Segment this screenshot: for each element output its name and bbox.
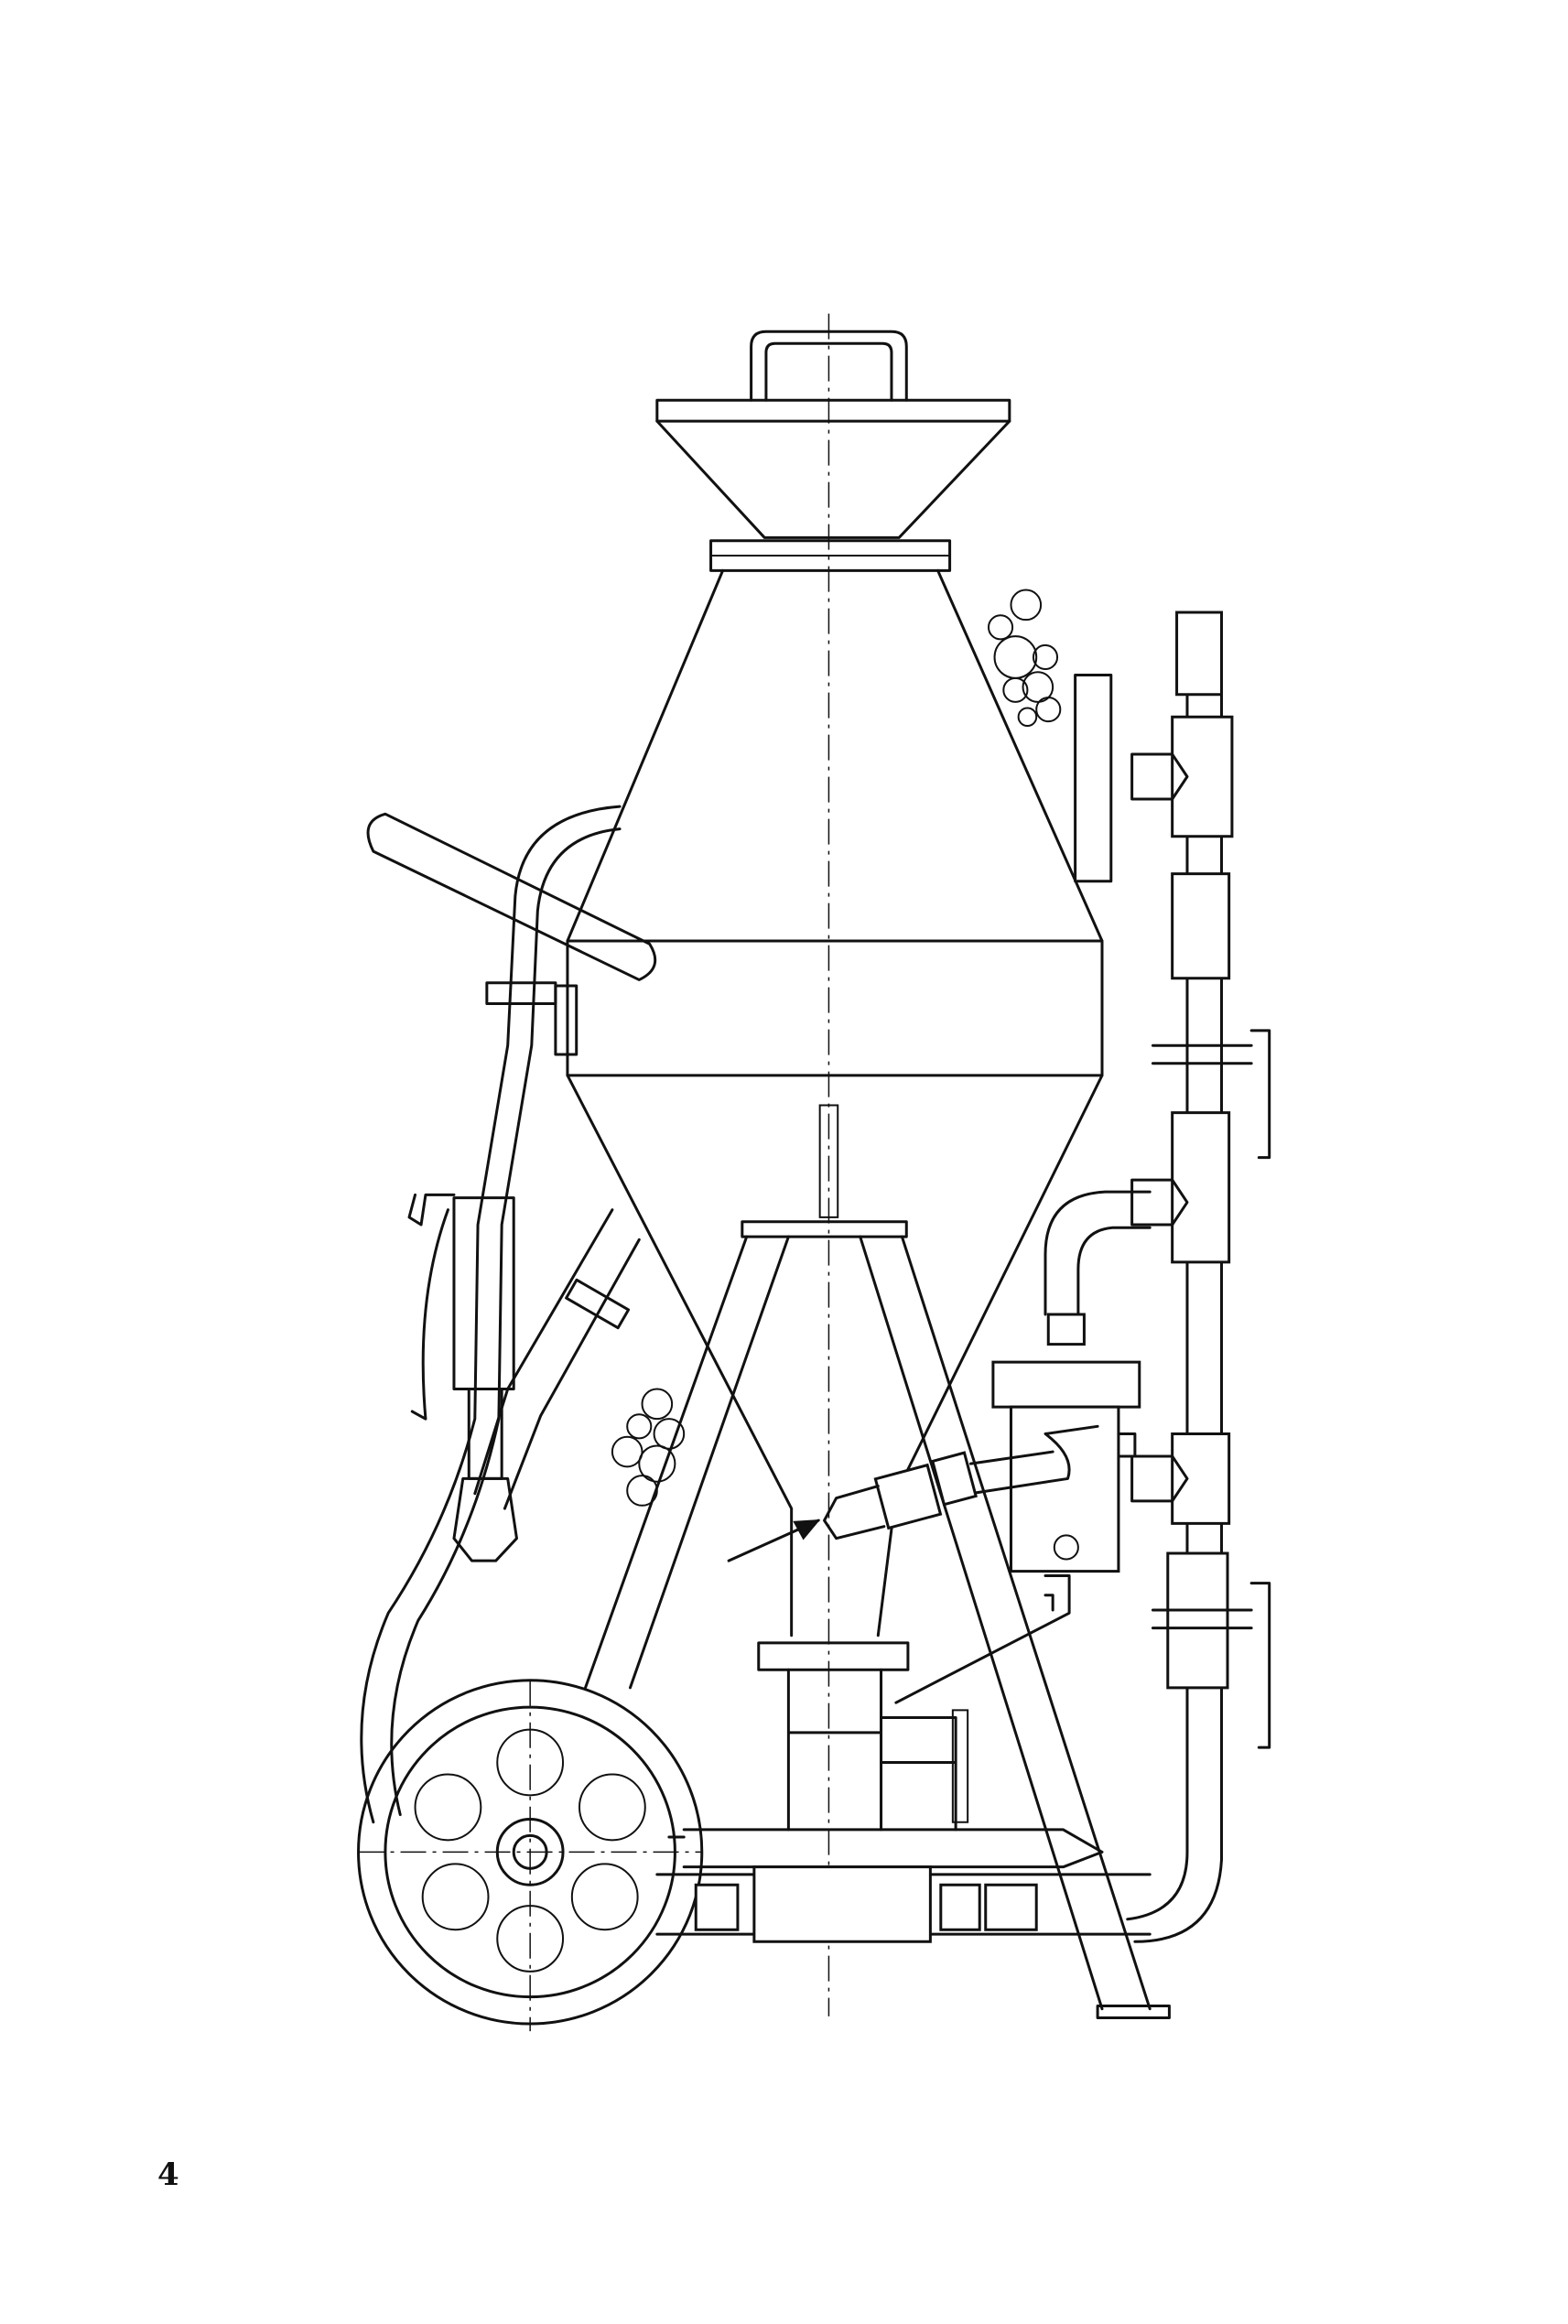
tank-lower-cone — [568, 1076, 1102, 1636]
mixing-tee — [881, 1718, 957, 1830]
outlet-body — [788, 1670, 881, 1830]
frame-foot — [1098, 2005, 1169, 2017]
right-air-pipe — [1132, 612, 1270, 1755]
abrasive-shot-lower — [612, 1389, 684, 1506]
tank-cylinder-band — [568, 941, 1102, 1076]
elbow-pipe — [1045, 1192, 1150, 1314]
hose-outer — [362, 806, 620, 1822]
regulator-box — [993, 1362, 1140, 1571]
frame-left-leg — [586, 1237, 789, 1688]
frame-base-rail — [684, 1830, 1102, 1867]
elbow-coupling — [1048, 1314, 1084, 1345]
push-handle — [368, 814, 655, 979]
lid-plate — [657, 400, 1010, 421]
frame-right-leg — [860, 1237, 1150, 2009]
wheel — [359, 1681, 702, 2031]
flow-arrow — [729, 1520, 818, 1561]
abrasive-shot-upper — [989, 590, 1060, 726]
internal-tube — [820, 1105, 838, 1216]
return-pipe — [1128, 1755, 1222, 1941]
blast-nozzle-assembly — [409, 1194, 516, 1561]
side-flange-upper — [1076, 676, 1111, 881]
hose-inner — [392, 829, 620, 1815]
tank-bracket — [556, 986, 577, 1054]
frame-top-plate — [742, 1222, 906, 1237]
lid-handle-inner — [766, 343, 892, 400]
lid-handle — [752, 331, 907, 400]
tank-upper-cone — [568, 570, 1102, 941]
drain-line — [896, 1575, 1069, 1702]
funnel-hopper — [657, 421, 1010, 537]
outlet-flange-top — [759, 1643, 908, 1670]
page-number: 4 — [157, 2156, 179, 2193]
bottom-air-line — [657, 1867, 1150, 1942]
hose-clamp — [487, 983, 556, 1004]
brace-clamp — [567, 1280, 629, 1327]
metering-valve — [825, 1426, 1098, 1538]
